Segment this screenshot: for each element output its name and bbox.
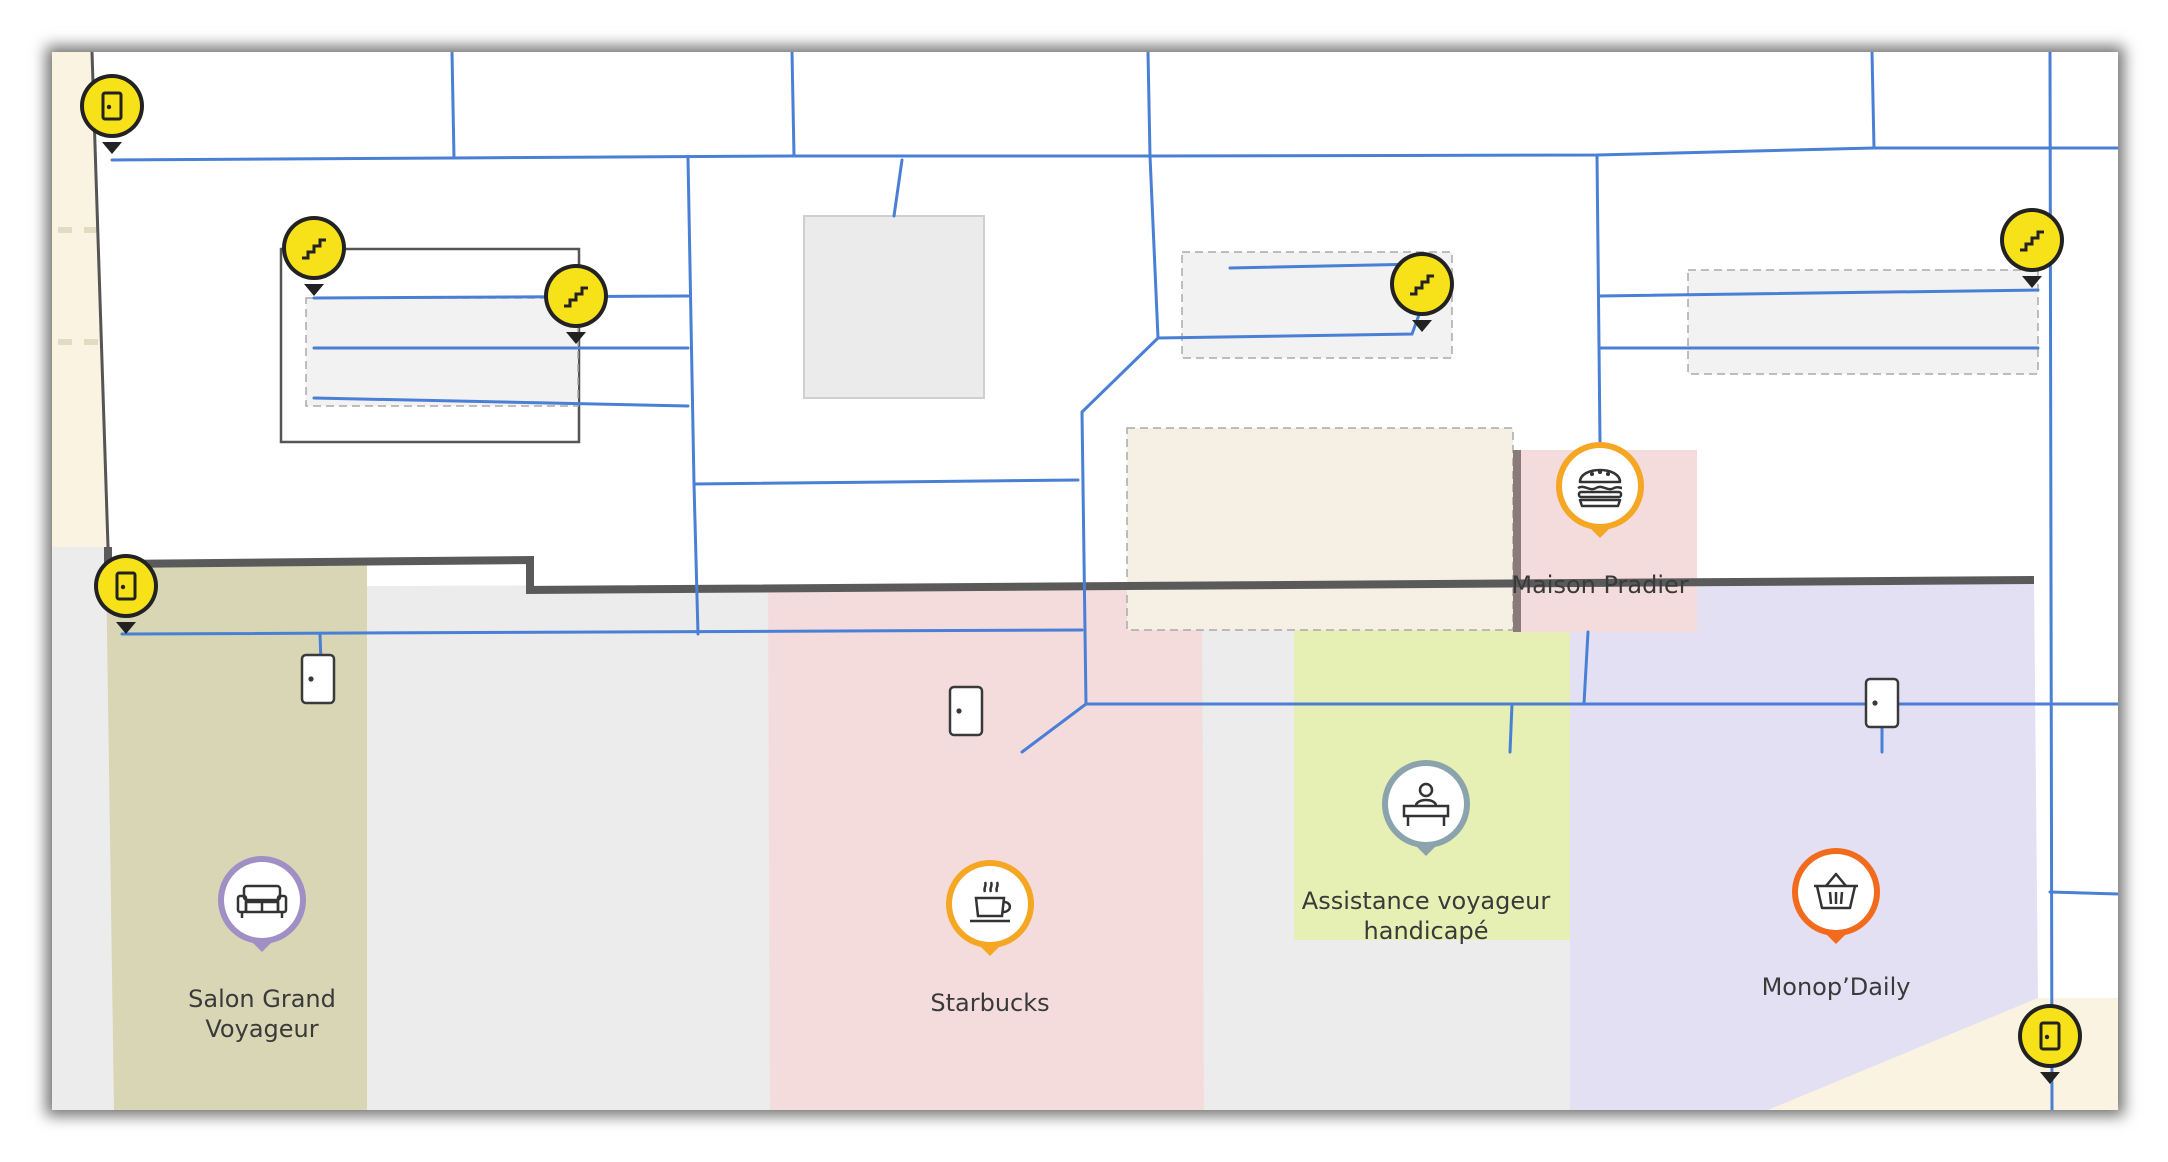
poi-label-maison-pradier[interactable]: Maison Pradier: [1511, 570, 1688, 600]
map-viewport[interactable]: Salon Grand Voyageur Starbucks Assistanc…: [52, 52, 2118, 1110]
grey-block: [803, 215, 985, 399]
concourse-wall: [104, 547, 2035, 595]
entrance-marker[interactable]: [80, 74, 144, 154]
poi-label-monop-daily[interactable]: Monop’Daily: [1762, 972, 1911, 1002]
burger-icon: [1577, 468, 1623, 508]
walking-paths: [110, 52, 2118, 1110]
poi-label-line: Salon Grand: [188, 985, 336, 1013]
left-wall: [90, 52, 110, 548]
poi-marker-assistance[interactable]: [1382, 760, 1470, 856]
poi-label-line: Starbucks: [930, 989, 1050, 1017]
platform-area: [1687, 269, 2039, 375]
poi-marker-maison-pradier[interactable]: [1556, 442, 1644, 538]
door-icon[interactable]: [1864, 677, 1900, 729]
stairs-marker[interactable]: [282, 216, 346, 296]
door-icon[interactable]: [300, 653, 336, 705]
zone-beige-block: [1126, 427, 1514, 631]
stair-block-frame: [279, 247, 581, 444]
door-icon[interactable]: [948, 685, 984, 737]
indoor-map[interactable]: [52, 52, 2118, 1110]
poi-marker-starbucks[interactable]: [946, 860, 1034, 956]
side-strip: [52, 52, 108, 547]
zone-monop-daily[interactable]: [1570, 580, 2038, 1110]
reception-desk-icon: [1402, 782, 1450, 826]
poi-label-line: Assistance voyageur: [1301, 887, 1551, 915]
poi-label-assistance[interactable]: Assistance voyageur handicapé: [1302, 886, 1550, 946]
coffee-cup-icon: [970, 881, 1012, 923]
entrance-marker[interactable]: [94, 554, 158, 634]
entrance-marker[interactable]: [2018, 1004, 2082, 1084]
stairs-marker[interactable]: [544, 264, 608, 344]
platform-area: [305, 297, 579, 407]
poi-label-line: Voyageur: [205, 1015, 319, 1043]
poi-label-line: handicapé: [1363, 917, 1489, 945]
stairs-marker[interactable]: [2000, 208, 2064, 288]
zone-starbucks[interactable]: [768, 584, 1204, 1110]
poi-label-line: Monop’Daily: [1761, 973, 1911, 1001]
poi-label-line: Maison Pradier: [1511, 571, 1689, 599]
poi-marker-monop-daily[interactable]: [1792, 848, 1880, 944]
pradier-wall: [1513, 450, 1521, 632]
poi-label-starbucks[interactable]: Starbucks: [930, 988, 1049, 1018]
poi-label-salon-grand-voyageur[interactable]: Salon Grand Voyageur: [188, 984, 336, 1044]
shopping-basket-icon: [1814, 872, 1858, 910]
stairs-marker[interactable]: [1390, 252, 1454, 332]
poi-marker-salon-grand-voyageur[interactable]: [218, 856, 306, 952]
sofa-icon: [236, 884, 288, 918]
